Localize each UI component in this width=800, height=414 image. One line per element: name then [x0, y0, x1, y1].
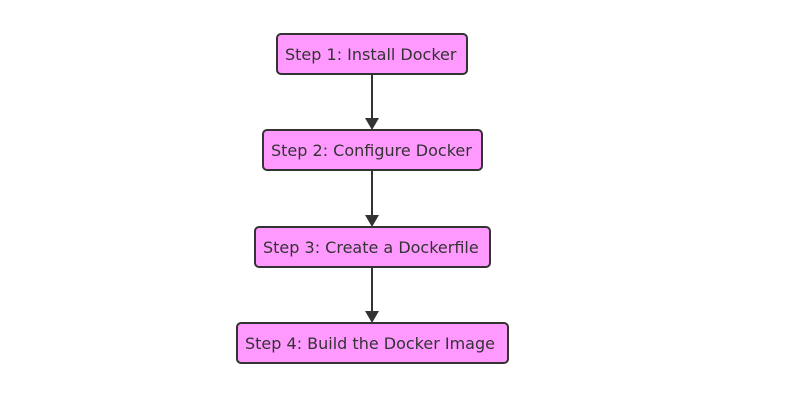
node-step2[interactable]: Step 2: Configure Docker	[262, 129, 483, 171]
edge-step3-to-step4	[365, 267, 379, 323]
node-box	[236, 322, 509, 364]
node-label-step3: Step 3: Create a Dockerfile	[263, 238, 479, 257]
node-step4[interactable]: Step 4: Build the Docker Image	[236, 322, 509, 364]
node-label-step4: Step 4: Build the Docker Image	[245, 334, 495, 353]
arrow-head-icon	[365, 311, 379, 323]
arrow-head-icon	[365, 118, 379, 130]
edge-step2-to-step3	[365, 170, 379, 227]
node-label-step1: Step 1: Install Docker	[285, 45, 457, 64]
node-box	[254, 226, 491, 268]
edge-step1-to-step2	[365, 74, 379, 130]
node-step1[interactable]: Step 1: Install Docker	[276, 33, 468, 75]
node-step3[interactable]: Step 3: Create a Dockerfile	[254, 226, 491, 268]
node-box	[276, 33, 468, 75]
node-label-step2: Step 2: Configure Docker	[271, 141, 472, 160]
arrow-head-icon	[365, 215, 379, 227]
node-box	[262, 129, 483, 171]
